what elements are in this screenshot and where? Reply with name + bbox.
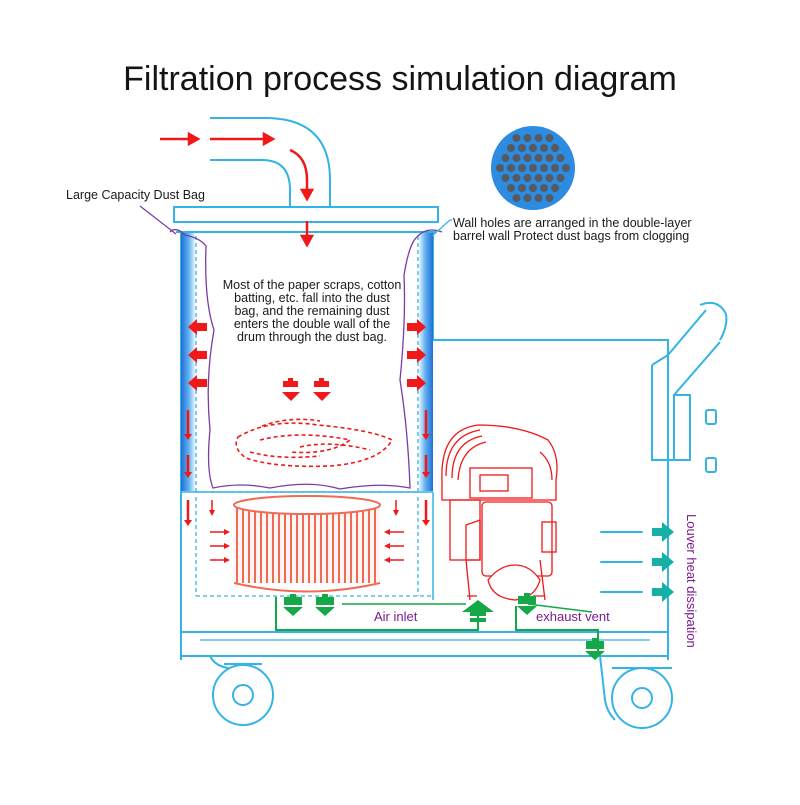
wall-hole	[551, 184, 559, 192]
wall-hole	[534, 134, 543, 142]
louver-label: Louver heat dissipation	[684, 514, 699, 648]
inlet-pipe	[210, 117, 331, 207]
wall-holes-label: Wall holes are arranged in the double-la…	[453, 216, 692, 243]
wall-hole	[534, 154, 543, 162]
blower-motor	[441, 424, 558, 601]
right-wheel	[599, 655, 673, 729]
dust-flow-arrow	[407, 347, 426, 363]
heat-arrow	[652, 582, 674, 602]
filter-top-arrowhead	[209, 510, 215, 516]
wall-hole	[562, 164, 570, 172]
dust-bag	[169, 228, 443, 490]
wall-hole	[518, 144, 526, 152]
filter-inflow-arrowhead	[384, 557, 390, 563]
filter-inflow-arrowhead	[384, 543, 390, 549]
process-description: Most of the paper scraps, cotton batting…	[222, 278, 402, 344]
wall-hole	[551, 144, 559, 152]
cartridge-filter	[233, 495, 381, 593]
dust-down-arrowhead	[422, 520, 430, 526]
heat-arrow	[652, 522, 674, 542]
heat-arrow	[652, 552, 674, 572]
wall-hole	[534, 174, 543, 182]
wall-hole	[507, 164, 515, 172]
inner-drum-dashed	[195, 236, 432, 597]
drop-arrows	[282, 378, 331, 401]
dust-flow-arrow	[188, 375, 207, 391]
wall-hole	[496, 164, 504, 172]
handle	[651, 301, 728, 473]
dust-down-arrowhead	[184, 434, 192, 440]
dust-bag-leader	[139, 205, 177, 235]
dust-down-arrowhead	[422, 472, 430, 478]
dust-flow-arrow	[407, 319, 426, 335]
wall-hole	[523, 154, 532, 162]
wall-hole	[556, 154, 565, 162]
wall-hole	[512, 154, 521, 162]
wall-hole	[545, 174, 554, 182]
wall-hole	[523, 134, 532, 142]
inlet-arrows	[160, 131, 315, 248]
dust-flow-arrow	[188, 347, 207, 363]
left-wheel	[209, 655, 274, 726]
dust-bag-label: Large Capacity Dust Bag	[66, 188, 205, 202]
dust-down-arrowhead	[184, 472, 192, 478]
wall-hole	[540, 144, 548, 152]
wall-hole	[507, 184, 515, 192]
air-flow-arrows	[283, 593, 605, 660]
wall-side-arrows	[184, 319, 430, 526]
wall-hole	[529, 164, 537, 172]
louvers	[600, 531, 643, 593]
air-inlet-label: Air inlet	[374, 609, 418, 624]
wall-hole	[556, 174, 565, 182]
wall-hole	[545, 134, 554, 142]
wall-hole	[518, 164, 526, 172]
filter-inflow-arrowhead	[224, 529, 230, 535]
diagram-title: Filtration process simulation diagram	[123, 60, 677, 98]
wall-hole	[523, 194, 532, 202]
wall-hole	[545, 154, 554, 162]
exhaust-vent-label: exhaust vent	[536, 609, 610, 624]
wall-hole	[512, 134, 521, 142]
wall-hole	[529, 184, 537, 192]
wall-hole	[501, 174, 510, 182]
wall-hole	[551, 164, 559, 172]
right-double-wall	[419, 233, 433, 491]
heat-arrows	[652, 522, 674, 602]
filter-top-arrowhead	[393, 510, 399, 516]
filter-inflow-arrowhead	[224, 543, 230, 549]
wall-hole	[512, 174, 521, 182]
dust-down-arrowhead	[184, 520, 192, 526]
left-double-wall	[181, 233, 195, 491]
top-lid	[173, 206, 439, 233]
wall-hole	[540, 184, 548, 192]
filter-inflow-arrowhead	[224, 557, 230, 563]
wall-hole	[518, 184, 526, 192]
wall-hole	[534, 194, 543, 202]
air-flow-path	[275, 597, 599, 652]
wall-hole	[501, 154, 510, 162]
wall-hole	[540, 164, 548, 172]
wall-hole	[512, 194, 521, 202]
wall-holes-leader	[431, 219, 452, 237]
wall-hole	[507, 144, 515, 152]
wall-hole	[545, 194, 554, 202]
wall-hole	[529, 144, 537, 152]
dust-swirl	[235, 418, 394, 468]
wall-hole	[523, 174, 532, 182]
filter-side-arrows	[209, 500, 404, 563]
filter-inflow-arrowhead	[384, 529, 390, 535]
dust-flow-arrow	[188, 319, 207, 335]
wall-holes-detail	[491, 126, 575, 210]
dust-flow-arrow	[407, 375, 426, 391]
dust-down-arrowhead	[422, 434, 430, 440]
